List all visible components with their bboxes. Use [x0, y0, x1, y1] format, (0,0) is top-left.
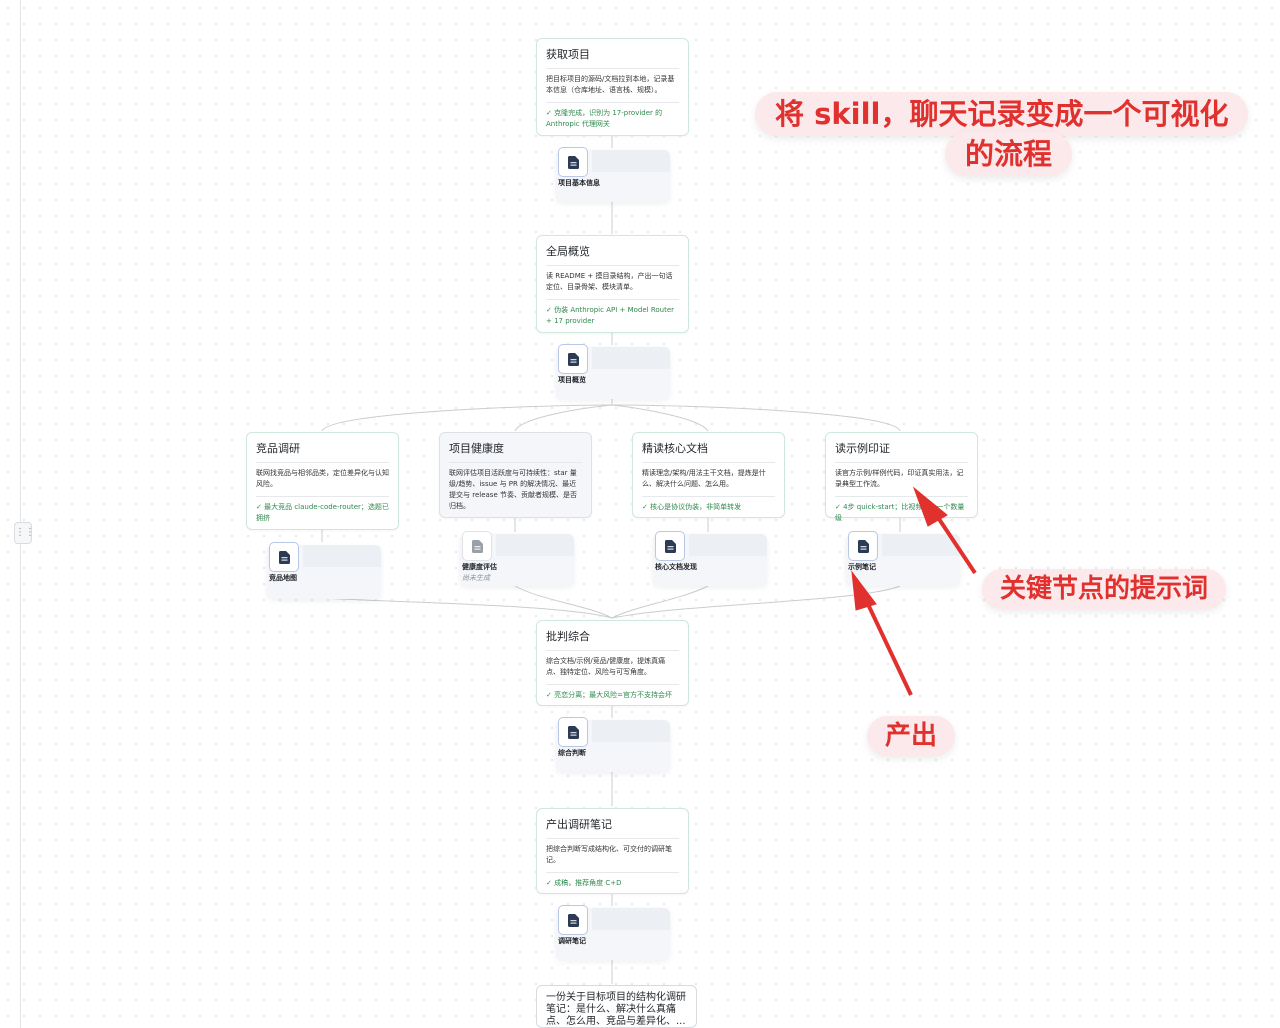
edge — [611, 585, 709, 619]
artifact-label: 项目基本信息 — [558, 179, 600, 187]
artifact-label: 竞品地图 — [269, 574, 297, 582]
document-icon — [558, 147, 588, 177]
artifact-label: 示例笔记 — [848, 563, 876, 571]
callout-output: 产出 — [867, 716, 956, 756]
edge — [611, 585, 901, 619]
step-card-core-docs[interactable]: 精读核心文档 精读理念/架构/用法主干文档，提炼是什么、解决什么问题、怎么用。 … — [632, 432, 785, 518]
divider — [256, 462, 389, 463]
step-title: 获取项目 — [546, 48, 590, 61]
left-rail — [20, 0, 21, 1028]
callout-prompt: 关键节点的提示词 — [982, 569, 1227, 609]
artifact-research-notes[interactable]: 调研笔记 — [556, 905, 670, 960]
edge — [321, 404, 613, 432]
artifact-tab — [592, 720, 670, 742]
artifact-tab — [592, 150, 670, 172]
artifact-tab — [303, 545, 381, 567]
divider — [256, 496, 389, 497]
step-title: 精读核心文档 — [642, 442, 708, 455]
step-card-health[interactable]: 项目健康度 联网评估项目活跃度与可持续性：star 量级/趋势、issue 与 … — [439, 432, 592, 518]
step-status: ✓ 4步 quick-start；比视频复杂一个数量级 — [835, 503, 965, 522]
step-title: 全局概览 — [546, 245, 590, 258]
step-title: 读示例印证 — [835, 442, 890, 455]
step-title: 竞品调研 — [256, 442, 300, 455]
step-description: 读官方示例/样例代码，印证真实用法，记录典型工作流。 — [835, 469, 964, 488]
step-card-overview[interactable]: 全局概览 读 README + 摸目录结构，产出一句话定位、目录骨架、模块清单。… — [536, 235, 689, 333]
artifact-tab — [592, 908, 670, 930]
step-title: 产出调研笔记 — [546, 818, 612, 831]
step-status: ✓ 最大竞品 claude-code-router；选题已拥挤 — [256, 503, 389, 522]
artifact-tab — [496, 534, 574, 556]
step-description: 读 README + 摸目录结构，产出一句话定位、目录骨架、模块清单。 — [546, 272, 673, 291]
artifact-label: 项目概览 — [558, 376, 586, 384]
divider — [835, 496, 968, 497]
artifact-tab — [689, 534, 767, 556]
divider — [546, 684, 679, 685]
divider — [835, 462, 968, 463]
step-description: 联网评估项目活跃度与可持续性：star 量级/趋势、issue 与 PR 的解决… — [449, 469, 577, 510]
divider — [642, 496, 775, 497]
arrow-to-artifact — [864, 599, 913, 696]
step-card-research-notes[interactable]: 产出调研笔记 把综合判断写成结构化、可交付的调研笔记。 ✓ 成稿，推荐角度 C+… — [536, 808, 689, 894]
step-title: 项目健康度 — [449, 442, 504, 455]
final-deliverable-text: 一份关于目标项目的结构化调研笔记：是什么、解决什么真痛点、怎么用、竞品与差异化、… — [546, 992, 686, 1027]
edge — [611, 404, 901, 432]
document-icon — [558, 344, 588, 374]
divider — [546, 102, 679, 103]
divider — [546, 265, 679, 266]
divider — [546, 650, 679, 651]
step-status: ✓ 伪装 Anthropic API + Model Router + 17 p… — [546, 306, 675, 325]
step-description: 联网找竞品与相邻品类，定位差异化与认知风险。 — [256, 469, 389, 488]
final-deliverable-card[interactable]: 一份关于目标项目的结构化调研笔记：是什么、解决什么真痛点、怎么用、竞品与差异化、… — [536, 985, 697, 1028]
artifact-pending-note: 尚未生成 — [462, 574, 490, 582]
artifact-health-eval[interactable]: 健康度评估 尚未生成 — [460, 531, 574, 586]
edge — [514, 404, 613, 432]
edge — [514, 585, 613, 619]
artifact-label: 健康度评估 — [462, 563, 497, 571]
divider — [546, 299, 679, 300]
artifact-synthesis[interactable]: 综合判断 — [556, 717, 670, 772]
artifact-tab — [592, 347, 670, 369]
document-icon — [269, 542, 299, 572]
artifact-competitor-map[interactable]: 竞品地图 — [267, 542, 381, 599]
step-title: 批判综合 — [546, 630, 590, 643]
step-status: ✓ 亮恋分离；最大风险=官方不支持会坏 — [546, 691, 672, 699]
divider — [546, 68, 679, 69]
callout-main: 将 skill，聊天记录变成一个可视化 — [755, 92, 1249, 136]
document-icon — [558, 905, 588, 935]
step-card-competitors[interactable]: 竞品调研 联网找竞品与相邻品类，定位差异化与认知风险。 ✓ 最大竞品 claud… — [246, 432, 399, 530]
step-description: 精读理念/架构/用法主干文档，提炼是什么、解决什么问题、怎么用。 — [642, 469, 766, 488]
artifact-label: 调研笔记 — [558, 937, 586, 945]
divider — [546, 872, 679, 873]
document-icon — [848, 531, 878, 561]
divider — [642, 462, 775, 463]
artifact-tab — [882, 534, 960, 556]
artifact-label: 核心文档发现 — [655, 563, 697, 571]
edge — [611, 404, 709, 432]
step-card-synthesis[interactable]: 批判综合 综合文档/示例/竞品/健康度，提炼真痛点、独特定位、风险与可写角度。 … — [536, 620, 689, 706]
drag-handle-icon[interactable]: ⋮⋮ — [14, 522, 35, 544]
document-icon — [462, 531, 492, 561]
callout-main-line2: 的流程 — [945, 132, 1073, 176]
step-card-examples[interactable]: 读示例印证 读官方示例/样例代码，印证真实用法，记录典型工作流。 ✓ 4步 qu… — [825, 432, 978, 522]
step-description: 把综合判断写成结构化、可交付的调研笔记。 — [546, 845, 672, 864]
artifact-core-findings[interactable]: 核心文档发现 — [653, 531, 767, 586]
document-icon — [558, 717, 588, 747]
artifact-basic-info[interactable]: 项目基本信息 — [556, 147, 670, 202]
step-description: 综合文档/示例/竞品/健康度，提炼真痛点、独特定位、风险与可写角度。 — [546, 657, 666, 676]
artifact-label: 综合判断 — [558, 749, 586, 757]
divider — [546, 838, 679, 839]
step-card-fetch-project[interactable]: 获取项目 把目标项目的源码/文档拉到本地，记录基本信息（仓库地址、语言栈、规模）… — [536, 38, 689, 136]
document-icon — [655, 531, 685, 561]
edge — [321, 597, 613, 619]
artifact-overview[interactable]: 项目概览 — [556, 344, 670, 399]
step-description: 把目标项目的源码/文档拉到本地，记录基本信息（仓库地址、语言栈、规模）。 — [546, 75, 675, 94]
step-status: ✓ 克隆完成，识别为 17-provider 的 Anthropic 代理网关 — [546, 109, 663, 128]
artifact-example-notes[interactable]: 示例笔记 — [846, 531, 960, 586]
step-status: ✓ 核心是协议伪装，非简单转发 — [642, 503, 742, 511]
divider — [449, 462, 582, 463]
step-status: ✓ 成稿，推荐角度 C+D — [546, 879, 622, 887]
